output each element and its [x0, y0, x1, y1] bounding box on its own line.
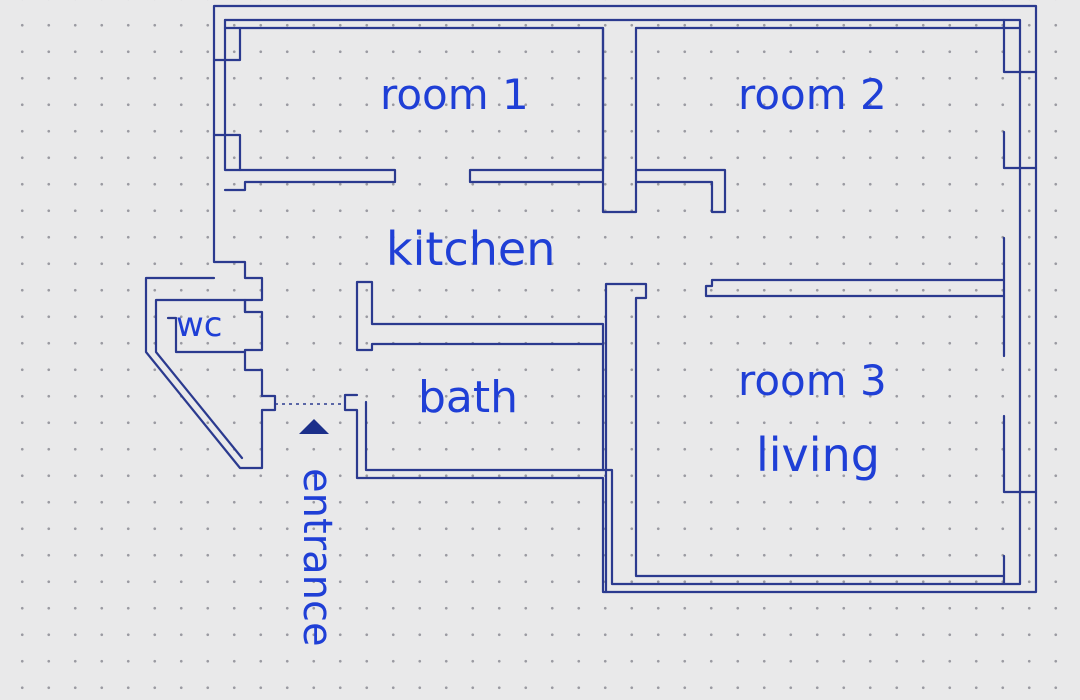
kitchen-label: kitchen	[386, 222, 556, 276]
wc-label: wc	[176, 305, 223, 345]
entrance-marker	[299, 419, 329, 434]
outer-wall	[144, 4, 1038, 594]
bath-top-wall	[355, 280, 605, 352]
room1-room2-divider	[601, 26, 638, 214]
room2-label: room 2	[738, 70, 887, 119]
kitchen-room3-divider	[704, 278, 1006, 298]
inner-outer-wall	[223, 18, 1022, 586]
room1-left-notch	[212, 26, 242, 172]
room3-left-wall	[604, 282, 1006, 594]
entrance-label: entrance	[294, 468, 340, 647]
room1-wall	[223, 18, 397, 192]
room1-label: room 1	[380, 70, 529, 119]
room2-wall	[634, 26, 1022, 214]
bath-label: bath	[418, 372, 519, 423]
wc-wall	[154, 298, 247, 460]
room3-label: room 3	[738, 356, 887, 405]
living-label: living	[756, 428, 880, 482]
